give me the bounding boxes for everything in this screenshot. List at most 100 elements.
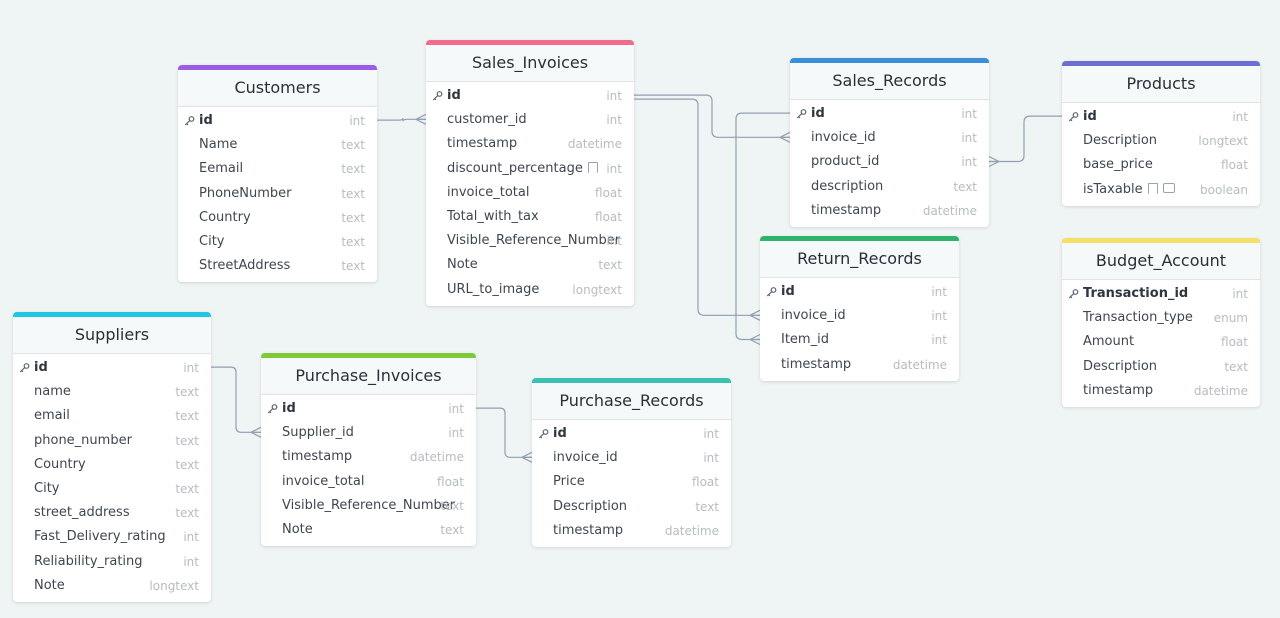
note-icon[interactable] bbox=[1147, 182, 1158, 194]
field-type: float bbox=[595, 209, 622, 224]
primary-key-icon bbox=[796, 109, 807, 119]
note-icon[interactable] bbox=[587, 161, 598, 173]
field-type: text bbox=[341, 138, 365, 153]
field-type: int bbox=[1232, 110, 1248, 124]
table-title[interactable]: Customers bbox=[178, 70, 377, 107]
field-name: Visible_Reference_Number bbox=[447, 233, 621, 249]
field-name: StreetAddress bbox=[199, 258, 291, 274]
table-title[interactable]: Purchase_Invoices bbox=[261, 358, 476, 395]
field-name: email bbox=[34, 408, 70, 424]
table-title[interactable]: Products bbox=[1062, 66, 1260, 103]
table-title[interactable]: Budget_Account bbox=[1062, 243, 1260, 280]
table-title[interactable]: Purchase_Records bbox=[532, 383, 731, 420]
field-name: description bbox=[811, 178, 884, 194]
field-name: id bbox=[199, 113, 213, 128]
table-title[interactable]: Return_Records bbox=[760, 241, 959, 278]
table-title[interactable]: Sales_Records bbox=[790, 63, 989, 100]
relation-line[interactable] bbox=[634, 94, 790, 138]
table-title[interactable]: Suppliers bbox=[13, 317, 211, 354]
comment-icon[interactable] bbox=[1162, 182, 1175, 193]
relation-line[interactable] bbox=[989, 115, 1062, 163]
relation-line[interactable] bbox=[634, 98, 760, 316]
field-name: product_id bbox=[811, 154, 880, 170]
table-title[interactable]: Sales_Invoices bbox=[426, 45, 634, 82]
relation-line[interactable] bbox=[476, 407, 532, 458]
field-name: id bbox=[34, 360, 48, 375]
field-type: float bbox=[595, 185, 622, 200]
field-type: int bbox=[931, 333, 947, 348]
field-name: Visible_Reference_Number bbox=[282, 497, 456, 513]
field-name: Transaction_type bbox=[1083, 310, 1193, 326]
field-name: URL_to_image bbox=[447, 281, 540, 297]
relation-line[interactable] bbox=[377, 118, 426, 122]
relation-line[interactable] bbox=[211, 366, 261, 433]
primary-key-icon bbox=[766, 287, 777, 297]
